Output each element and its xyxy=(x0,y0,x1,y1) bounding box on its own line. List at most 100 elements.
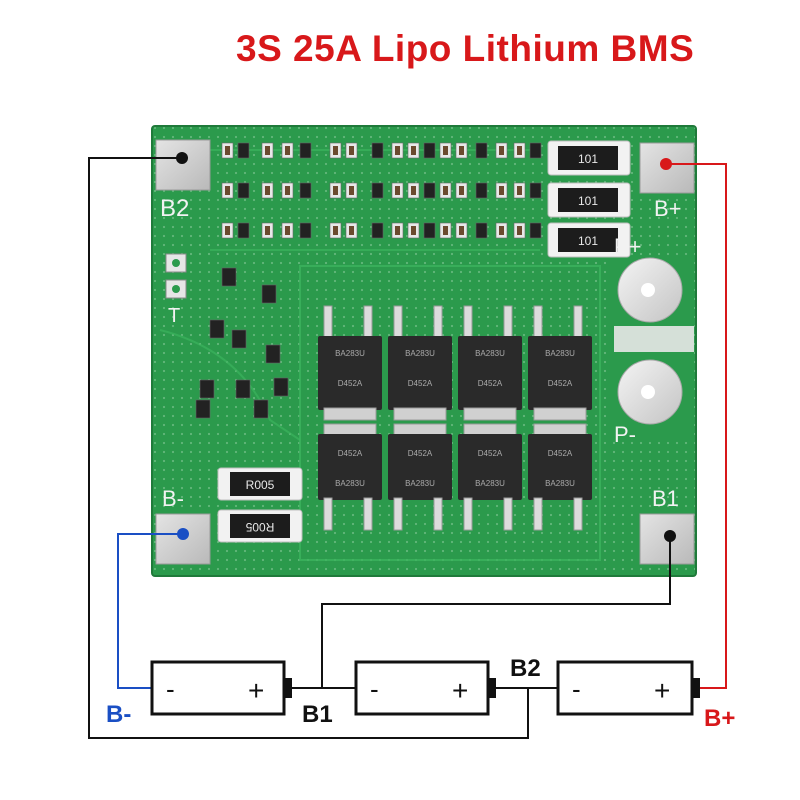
smd-part xyxy=(513,222,526,239)
smd-part xyxy=(281,142,294,159)
mosfet-bottom-code: D452A xyxy=(478,449,503,458)
smd-part xyxy=(273,377,289,397)
mosfet-top-code: D452A xyxy=(408,379,433,388)
top-resistor-label: 101 xyxy=(578,234,598,248)
smd-part xyxy=(253,399,269,419)
smd-part xyxy=(265,344,281,364)
mosfet-bottom-code: D452A xyxy=(338,449,363,458)
smd-part xyxy=(209,319,225,339)
mosfet-bottom-code: D452A xyxy=(548,449,573,458)
smd-part xyxy=(221,182,234,199)
smd-part xyxy=(281,182,294,199)
title: 3S 25A Lipo Lithium BMS xyxy=(236,28,695,69)
smd-part xyxy=(345,182,358,199)
label-b1: B1 xyxy=(302,701,333,728)
top-resistor-label: 101 xyxy=(578,152,598,166)
silk-p-plus: P+ xyxy=(614,234,642,259)
smd-part xyxy=(439,142,452,159)
smd-part xyxy=(529,222,542,239)
silk-p-minus: P- xyxy=(614,422,636,447)
smd-part xyxy=(299,142,312,159)
smd-part xyxy=(455,182,468,199)
smd-part xyxy=(455,142,468,159)
cell-3-plus: + xyxy=(654,675,670,706)
smd-part xyxy=(475,182,488,199)
smd-part xyxy=(235,379,251,399)
smd-part xyxy=(475,142,488,159)
dot-b2 xyxy=(176,152,188,164)
mosfet-top: BA283U D452A xyxy=(458,305,522,421)
top-resistor-label: 101 xyxy=(578,194,598,208)
mosfet-bottom-mark: BA283U xyxy=(475,479,505,488)
smd-part xyxy=(299,222,312,239)
smd-part xyxy=(345,222,358,239)
bms-board: 101 101 101 BA283U D452A BA283U D452A BA283U D4… xyxy=(151,125,697,577)
smd-part xyxy=(407,142,420,159)
smd-part xyxy=(221,222,234,239)
smd-part xyxy=(329,222,342,239)
cell-2-minus: - xyxy=(370,674,379,704)
small-components xyxy=(195,142,542,419)
smd-part xyxy=(371,182,384,199)
dot-b-plus xyxy=(660,158,672,170)
mosfet-top-code: D452A xyxy=(478,379,503,388)
mosfet-top-mark: BA283U xyxy=(475,349,505,358)
smd-part xyxy=(513,142,526,159)
smd-part xyxy=(371,142,384,159)
smd-part xyxy=(237,142,250,159)
cell-1-plus: + xyxy=(248,675,264,706)
smd-part xyxy=(231,329,247,349)
smd-part xyxy=(495,142,508,159)
smd-part xyxy=(439,182,452,199)
silk-b2: B2 xyxy=(160,195,189,222)
label-b-plus: B+ xyxy=(704,705,735,732)
dot-b1 xyxy=(664,530,676,542)
silk-b-plus: B+ xyxy=(654,196,682,221)
smd-part xyxy=(475,222,488,239)
dot-b-minus xyxy=(177,528,189,540)
shunt-label-2: R005 xyxy=(245,520,274,534)
wire-b1 xyxy=(321,536,671,688)
smd-part xyxy=(261,142,274,159)
smd-part xyxy=(455,222,468,239)
top-resistor: 101 xyxy=(547,182,631,218)
mosfet-bottom-code: D452A xyxy=(408,449,433,458)
wiring xyxy=(88,157,727,739)
smd-part xyxy=(407,182,420,199)
mosfet-bottom: D452A BA283U xyxy=(458,423,522,531)
cell-1-minus: - xyxy=(166,674,175,704)
smd-part xyxy=(495,222,508,239)
smd-part xyxy=(513,182,526,199)
smd-part xyxy=(195,399,211,419)
smd-part xyxy=(199,379,215,399)
smd-part xyxy=(221,267,237,287)
smd-part xyxy=(221,142,234,159)
silk-b1: B1 xyxy=(652,486,679,511)
smd-part xyxy=(529,142,542,159)
mosfet-top-mark: BA283U xyxy=(335,349,365,358)
smd-part xyxy=(237,222,250,239)
silk-t: T xyxy=(168,305,180,327)
label-b-minus: B- xyxy=(106,701,131,728)
shunt-resistors: R005 R005 xyxy=(217,467,303,543)
smd-part xyxy=(345,142,358,159)
battery-cells: - + - + - + xyxy=(150,660,700,716)
mosfets-top: BA283UD452ABA283UD452ABA283UD452ABA283UD… xyxy=(318,305,592,421)
cell-1: - + xyxy=(150,660,292,716)
mosfet-top-code: D452A xyxy=(338,379,363,388)
shunt-label-1: R005 xyxy=(246,478,275,492)
wire-b-plus xyxy=(666,163,727,689)
smd-part xyxy=(529,182,542,199)
wire-terminals xyxy=(176,152,676,542)
mosfet-bottom-mark: BA283U xyxy=(405,479,435,488)
cell-3-minus: - xyxy=(572,674,581,704)
smd-part xyxy=(495,182,508,199)
smd-part xyxy=(423,222,436,239)
top-resistors: 101 101 101 xyxy=(547,140,631,258)
mosfet-top-code: D452A xyxy=(548,379,573,388)
